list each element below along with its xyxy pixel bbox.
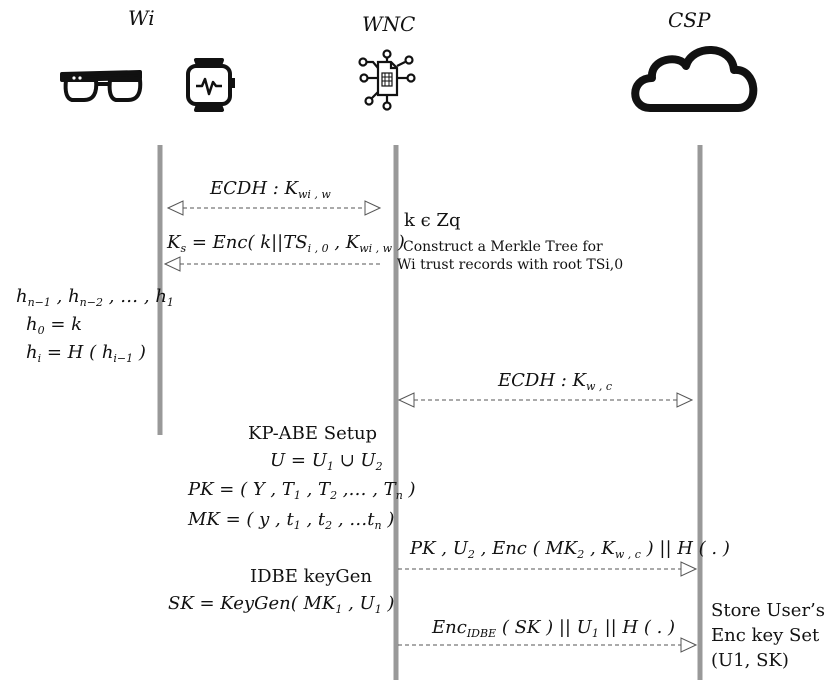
smartwatch-icon [186,58,235,112]
network-document-icon [358,49,416,111]
hi-label: hi = H ( hi−1 ) [26,342,146,365]
ecdh-wnc-csp-label: ECDH : Kw , c [498,370,613,393]
pk-message-label: PK , U2 , Enc ( MK2 , Kw , c ) || H ( . … [410,538,730,561]
master-key-label: MK = ( y , t1 , t2 , …tn ) [188,509,395,532]
merkle-note-line1: Construct a Merkle Tree for [403,239,603,255]
h0-label: h0 = k [26,314,83,337]
arrow-pk-wnc-to-csp [398,561,698,577]
csp-store-line1: Store User’s [711,600,826,621]
cloud-icon [631,46,758,112]
enc-message-label: EncIDBE ( SK ) || U1 || H ( . ) [432,617,676,640]
arrow-enc-wnc-to-csp [398,637,698,653]
header-wi: Wi [128,6,155,30]
kpabe-setup-label: KP-ABE Setup [248,423,378,444]
idbe-keygen-label: IDBE keyGen [250,566,372,587]
k-in-zq-label: k ϵ Zq [404,210,461,231]
public-key-label: PK = ( Y , T1 , T2 ,… , Tn ) [188,479,416,502]
ecdh-wi-wnc-label: ECDH : Kwi , w [210,178,331,201]
universe-label: U = U1 ∪ U2 [270,450,383,473]
merkle-note-line2: Wi trust records with root TSi,0 [397,257,624,273]
arrow-ecdh-wnc-csp [397,392,694,408]
header-wnc: WNC [362,12,416,36]
secret-key-label: SK = KeyGen( MK1 , U1 ) [168,593,395,616]
ks-label: Ks = Enc( k||TSi , 0 , Kwi , w ) [167,232,405,255]
hash-chain-label: hn−1 , hn−2 , … , h1 [16,286,174,309]
csp-store-line2: Enc key Set [711,625,820,646]
smart-glasses-icon [60,70,143,102]
arrow-ks-wnc-to-wi [163,256,382,272]
csp-store-line3: (U1, SK) [711,650,789,671]
arrow-ecdh-wi-wnc [166,200,382,216]
header-csp: CSP [668,8,711,32]
